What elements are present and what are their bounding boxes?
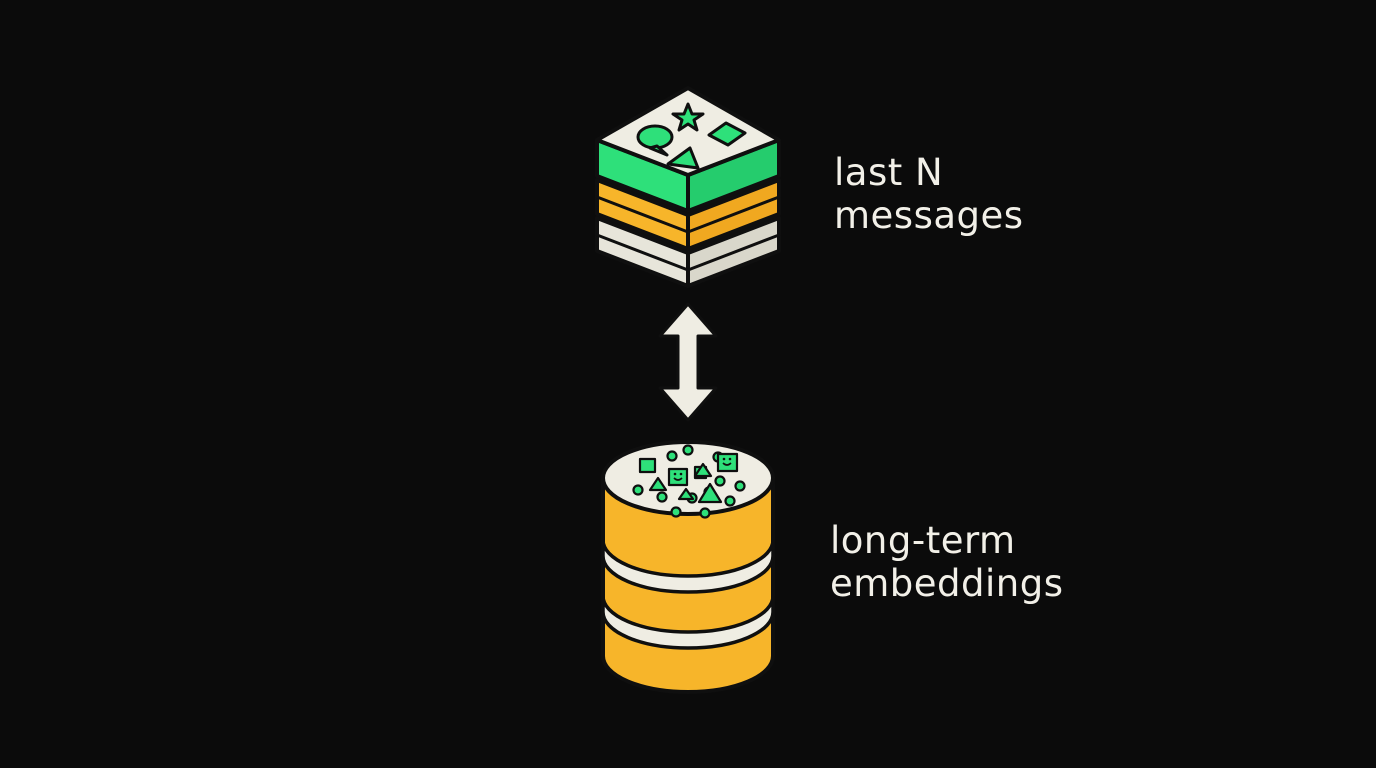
short-term-label-line1: last N [834, 151, 944, 194]
stack-top-shapes [636, 102, 747, 170]
stack-layer-bottom [595, 216, 781, 288]
speech-bubble-icon [636, 124, 674, 157]
cylinder-band-1 [601, 539, 775, 594]
long-term-label-line2: embeddings [830, 562, 1064, 605]
cylinder-band-2 [601, 595, 775, 650]
embedding-points [632, 444, 746, 519]
long-term-memory-label: long-term embeddings [830, 519, 1064, 605]
short-term-memory-label: last N messages [834, 151, 1024, 237]
diamond-icon [707, 121, 747, 147]
double-arrow-icon [658, 302, 718, 422]
message-stack-icon [595, 86, 781, 288]
smiley-square-icon [667, 467, 689, 487]
smiley-square-icon [716, 452, 739, 473]
short-term-label-line2: messages [834, 194, 1024, 237]
long-term-label-line1: long-term [830, 519, 1016, 562]
star-icon [671, 102, 705, 132]
stack-layer-top [595, 86, 781, 213]
triangle-icon [666, 146, 700, 170]
stack-layer-middle [595, 178, 781, 251]
